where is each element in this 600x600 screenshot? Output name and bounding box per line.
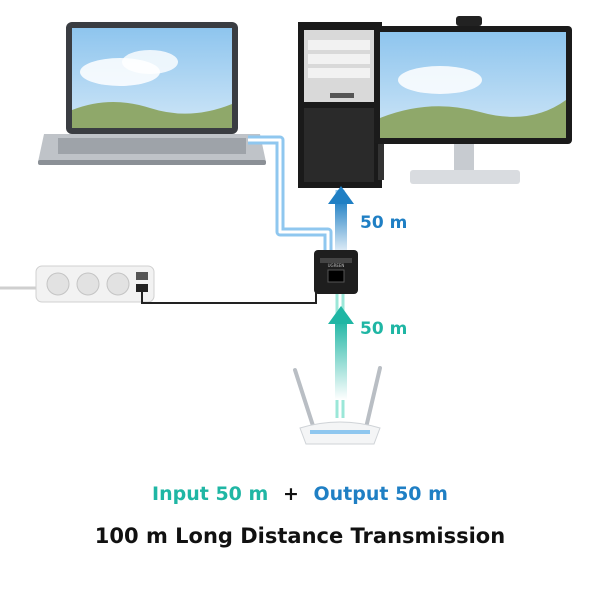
- output-summary: Output 50 m: [313, 483, 448, 505]
- output-arrow: [328, 186, 354, 260]
- router: [293, 366, 382, 445]
- input-arrow: [328, 306, 354, 400]
- headline: 100 m Long Distance Transmission: [94, 524, 506, 548]
- switch-brand: UGREEN: [328, 263, 345, 268]
- ethernet-switch: UGREEN: [314, 250, 358, 294]
- monitor: [374, 16, 572, 184]
- power-strip: [0, 265, 317, 304]
- input-summary: Input 50 m: [152, 483, 269, 505]
- laptop: [38, 22, 266, 165]
- distance-summary: Input 50 m + Output 50 m: [0, 483, 600, 505]
- plus-sign: +: [282, 483, 299, 505]
- input-distance-label: 50 m: [360, 319, 408, 339]
- desktop-tower: [298, 22, 384, 188]
- output-distance-label: 50 m: [360, 213, 408, 233]
